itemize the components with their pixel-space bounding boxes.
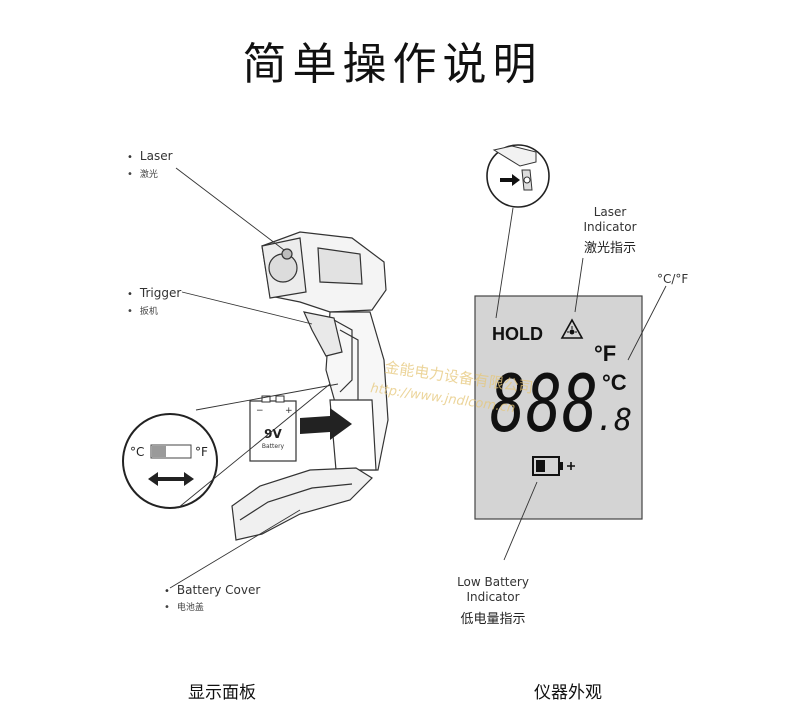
label-laser-indicator-2: Indicator [583,220,637,234]
laser-warning-icon [560,318,584,339]
thermometer-illustration [231,231,389,541]
label-laser: Laser [127,149,173,163]
label-trigger-cn-text: 扳机 [139,307,158,317]
label-laser-cn: 激光 [127,167,158,180]
label-laser-cn-text: 激光 [139,170,158,180]
label-trigger-cn: 扳机 [127,304,158,317]
right-leader-lines [495,207,667,561]
arrow-right-icon [500,174,520,186]
label-laser-indicator-cn: 激光指示 [583,241,636,256]
unit-switch-slider[interactable] [152,446,166,457]
label-battery-cover-cn-text: 电池盖 [176,603,204,613]
battery-minus: − [256,406,264,416]
battery-word: Battery [262,443,285,450]
label-low-battery-2: Indicator [466,590,520,604]
caption-display-panel: 显示面板 [188,683,256,703]
lcd-hold: HOLD [492,324,543,344]
battery-cover-shape [231,467,373,541]
label-battery-cover: Battery Cover [164,583,260,597]
trigger-shape [302,311,343,357]
switch-f-label: °F [195,445,208,459]
label-laser-text: Laser [139,149,173,163]
label-laser-indicator-1: Laser [593,205,627,219]
page-title: 简单操作说明 [242,39,543,90]
battery-9v: − + 9V Battery [249,395,297,462]
lens-icon [268,253,298,283]
label-unit-switch: °C/°F [657,272,689,286]
label-low-battery-1: Low Battery [457,575,529,589]
label-trigger-text: Trigger [139,286,182,300]
left-leader-lines [169,167,339,589]
battery-plus: + [285,406,293,416]
low-battery-icon [532,456,575,476]
insert-arrow-icon [300,408,352,440]
lcd-unit-c: °C [602,370,627,395]
lcd-unit-f: °F [594,341,616,366]
label-battery-cover-cn: 电池盖 [164,600,204,613]
double-arrow-icon [148,472,194,486]
laser-aperture-icon [281,248,293,260]
label-battery-cover-text: Battery Cover [176,583,261,597]
battery-voltage: 9V [264,427,282,441]
label-low-battery-cn: 低电量指示 [460,612,526,627]
lcd-decimal: .8 [596,403,632,438]
laser-button-callout [486,144,550,208]
lcd-panel [474,295,643,520]
caption-instrument-appearance: 仪器外观 [534,683,602,703]
unit-switch-magnifier: °C °F [122,413,218,509]
lcd-digits: 888 [490,360,598,450]
switch-c-label: °C [130,445,144,459]
label-trigger: Trigger [127,286,181,300]
